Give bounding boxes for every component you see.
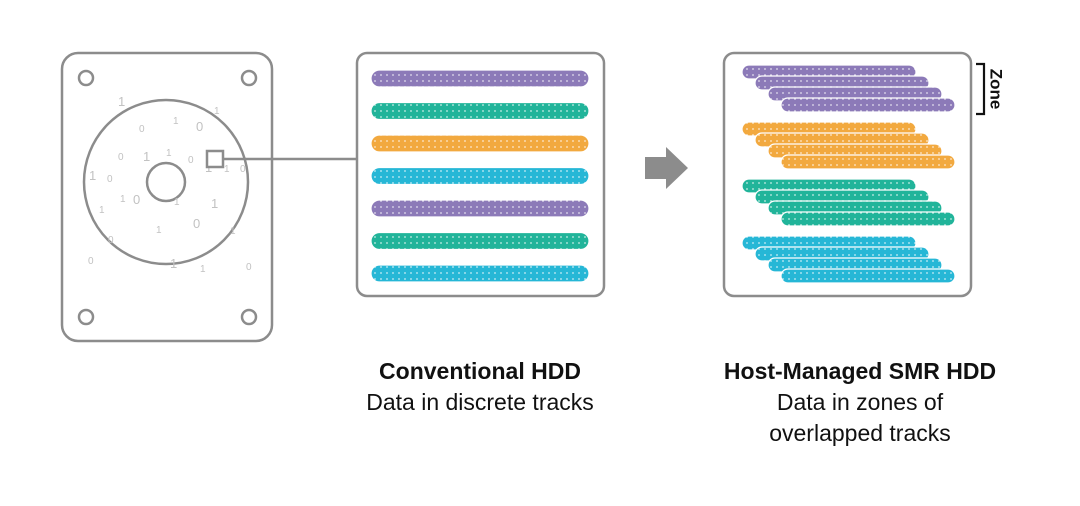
screw-bottom-left (77, 308, 95, 326)
right-arrow-icon (645, 147, 688, 189)
disk-digit: 0 (107, 174, 113, 185)
conventional-track-5 (370, 199, 590, 218)
disk-digit: 1 (166, 148, 172, 159)
disk-digit: 1 (170, 256, 177, 271)
disk-digit: 1 (200, 264, 206, 275)
conventional-hdd-subtitle: Data in discrete tracks (366, 389, 594, 415)
conventional-hdd-title: Conventional HDD (379, 358, 581, 384)
smr-hdd-caption: Host-Managed SMR HDD Data in zones of ov… (680, 356, 1040, 449)
conventional-track-7 (370, 264, 590, 283)
screw-top-left (77, 69, 95, 87)
disk-digit: 1 (89, 168, 96, 183)
screw-bottom-right (240, 308, 258, 326)
disk-digit: 0 (133, 192, 140, 207)
disk-digit: 0 (196, 119, 203, 134)
disk-digit: 1 (211, 196, 218, 211)
disk-digit: 1 (174, 197, 180, 208)
disk-digit: 0 (193, 216, 200, 231)
disk-digit: 1 (156, 225, 162, 236)
smr-zone-2-track-4 (780, 154, 956, 170)
disk-digit: 1 (99, 205, 105, 216)
disk-digit: 1 (143, 149, 150, 164)
zone-bracket (976, 62, 986, 116)
disk-digit: 0 (118, 152, 124, 163)
disk-digit: 0 (108, 235, 114, 246)
disk-digit: 1 (120, 194, 126, 205)
disk-digit: 1 (214, 106, 220, 117)
smr-zone-3-track-4 (780, 211, 956, 227)
conventional-track-2 (370, 101, 590, 121)
conventional-track-3 (370, 134, 590, 153)
hard-drive-illustration: 101010110110101011101010110 (60, 51, 357, 343)
disk-digit: 1 (230, 226, 236, 237)
disk-platter (82, 98, 250, 266)
smr-zone-1-track-4 (780, 97, 956, 113)
smr-zone-4-track-4 (780, 268, 956, 284)
screw-top-right (240, 69, 258, 87)
disk-digit: 1 (224, 164, 230, 175)
disk-digit: 0 (188, 155, 194, 166)
conventional-track-6 (370, 231, 590, 251)
zoom-square (205, 149, 225, 169)
disk-digit: 0 (240, 164, 246, 175)
smr-tracks-panel (722, 51, 973, 298)
conventional-tracks (370, 69, 590, 283)
conventional-track-4 (370, 166, 590, 186)
smr-hdd-subtitle-line-1: Data in zones of (776, 389, 944, 415)
disk-digit: 0 (246, 262, 252, 273)
hard-drive-case (60, 51, 274, 343)
conventional-track-1 (370, 69, 590, 88)
disk-digit: 0 (139, 124, 145, 135)
smr-hdd-subtitle-line-2: overlapped tracks (769, 420, 951, 446)
zone-label: Zone (987, 69, 1006, 110)
disk-digit: 0 (88, 256, 94, 267)
smr-hdd-title: Host-Managed SMR HDD (723, 358, 997, 384)
smr-overlapped-tracks (741, 64, 956, 284)
conventional-hdd-caption: Conventional HDD Data in discrete tracks (330, 356, 630, 418)
disk-digit: 1 (118, 94, 125, 109)
disk-spindle (145, 161, 187, 203)
disk-digit: 1 (173, 116, 179, 127)
